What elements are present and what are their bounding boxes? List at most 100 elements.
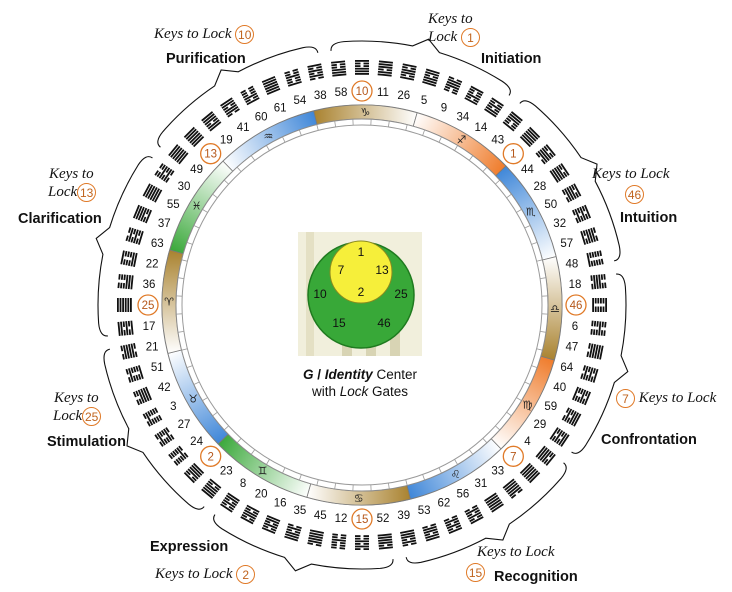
hexagram-icon <box>261 514 281 535</box>
hexagram-icon <box>220 97 240 118</box>
hexagram-icon <box>400 63 417 81</box>
lock-gate-ring <box>565 294 587 316</box>
lock-gate-ring <box>502 143 524 165</box>
lock-key-badge: 46 <box>625 185 644 205</box>
hexagram-icon <box>220 492 240 513</box>
gate-number: 7 <box>510 451 516 463</box>
hexagram-icon <box>183 462 205 484</box>
keys-to-lock-initiation: Keys to Lock 1 <box>428 10 480 48</box>
hexagram-icon <box>284 523 302 542</box>
center-title-identity: Identity <box>324 367 373 382</box>
gate-number: 52 <box>377 513 390 525</box>
keys-to-lock-text: Keys to Lock <box>592 166 670 182</box>
center-title-center: Center <box>372 367 418 382</box>
hexagram-icon <box>154 427 175 447</box>
lock-key-badge: 15 <box>466 563 485 583</box>
zodiac-glyph: ♈ <box>164 296 174 309</box>
gate-number: 19 <box>220 135 233 147</box>
gate-number: 28 <box>534 181 547 193</box>
hexagram-icon <box>117 298 132 312</box>
gate-number: 37 <box>158 218 171 230</box>
hexagram-ring <box>117 60 607 550</box>
hexagram-icon <box>561 183 582 203</box>
lock-gate-ring <box>351 80 373 102</box>
g-outer-gate: 10 <box>313 287 327 301</box>
quadrant-bracket <box>405 462 567 564</box>
lock-text: Lock <box>428 29 458 45</box>
gate-number: 41 <box>237 122 250 134</box>
zodiac-glyph: ♏ <box>526 205 536 218</box>
hexagram-icon <box>154 163 175 183</box>
gate-number: 15 <box>356 514 369 526</box>
gate-number: 33 <box>491 465 504 477</box>
keys-to-lock-confrontation: 7 Keys to Lock <box>616 389 716 409</box>
hexagram-icon <box>590 320 607 336</box>
quadrant-intuition: Intuition <box>620 210 678 226</box>
hexagram-icon <box>519 126 541 148</box>
center-title-g: G <box>302 367 314 382</box>
gate-number: 25 <box>142 300 155 312</box>
hexagram-icon <box>443 75 463 96</box>
lock-key-badge: 1 <box>460 28 480 48</box>
zodiac-glyph: ♊ <box>258 464 268 477</box>
gate-number: 60 <box>255 111 268 123</box>
gate-number: 43 <box>491 135 504 147</box>
hexagram-icon <box>307 63 324 81</box>
keys-to-lock-intuition: Keys to Lock 46 <box>592 165 670 205</box>
center-caption: G / Identity Center with Lock Gates <box>285 366 435 400</box>
lock-gate-ring <box>502 445 524 467</box>
hexagram-icon <box>125 365 144 383</box>
hexagram-icon <box>580 227 599 245</box>
center-title-sep: / <box>313 367 325 382</box>
gate-number: 27 <box>178 419 191 431</box>
gate-number: 18 <box>569 279 582 291</box>
gate-number: 64 <box>560 362 573 374</box>
lock-gate-ring <box>351 508 373 530</box>
hexagram-icon <box>561 407 582 427</box>
gate-number: 36 <box>143 279 156 291</box>
gate-number: 63 <box>151 238 164 250</box>
zodiac-glyph: ♌ <box>451 468 461 481</box>
keys-to-lock-text: Keys to Lock <box>154 26 232 42</box>
gate-number: 35 <box>293 505 306 517</box>
quadrant-bracket <box>157 46 319 148</box>
quadrant-purification: Purification <box>166 51 246 67</box>
gate-number: 59 <box>544 401 557 413</box>
quadrant-bracket <box>330 38 511 96</box>
hexagram-icon <box>142 407 163 427</box>
gate-number: 23 <box>220 465 233 477</box>
lock-text: Lock <box>48 184 78 200</box>
hexagram-icon <box>261 75 281 96</box>
hexagram-icon <box>586 343 604 360</box>
lock-gate-ring <box>137 294 159 316</box>
hexagram-icon <box>502 478 523 499</box>
quadrant-brackets <box>95 38 629 572</box>
hexagram-icon <box>535 144 556 165</box>
hexagram-icon <box>443 514 463 535</box>
zodiac-glyph: ♉ <box>188 393 198 406</box>
quadrant-bracket <box>571 273 629 454</box>
gate-number: 3 <box>170 401 176 413</box>
gate-number: 21 <box>146 342 159 354</box>
gate-number: 46 <box>570 300 583 312</box>
gate-number: 61 <box>274 102 287 114</box>
hexagram-icon <box>331 533 347 550</box>
gate-number: 62 <box>437 498 450 510</box>
gate-number: 44 <box>521 164 534 176</box>
hexagram-icon <box>400 529 417 547</box>
center-subtitle-with: with <box>311 384 340 399</box>
gate-number: 53 <box>418 505 431 517</box>
gate-number: 20 <box>255 489 268 501</box>
gate-number: 22 <box>146 258 159 270</box>
gate-number: 9 <box>441 102 447 114</box>
gate-number: 49 <box>190 164 203 176</box>
gate-number: 10 <box>356 86 369 98</box>
hexagram-icon <box>571 204 592 224</box>
gate-number: 55 <box>167 199 180 211</box>
zodiac-glyph: ♎ <box>550 302 560 315</box>
hexagram-icon <box>586 250 604 267</box>
center-title: G / Identity Center <box>285 366 435 383</box>
